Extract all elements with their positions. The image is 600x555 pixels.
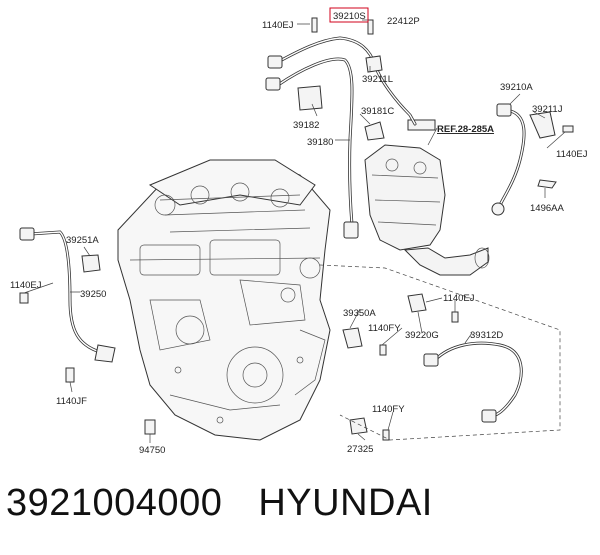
lower-sensors <box>144 293 523 441</box>
callout-39182: 39182 <box>293 120 319 131</box>
parts-diagram: 39210S 1140EJ 22412P 39211L 39182 39181C… <box>10 7 588 456</box>
callout-94750: 94750 <box>139 445 165 456</box>
callout-22412P: 22412P <box>387 16 420 27</box>
front-oxygen-sensor-harness <box>265 17 417 239</box>
callout-1140FY-low: 1140FY <box>372 404 405 415</box>
reference-label: REF.28-285A <box>437 124 494 135</box>
callout-39251A: 39251A <box>66 235 99 246</box>
engine-block <box>117 159 331 441</box>
callout-39180: 39180 <box>307 137 333 148</box>
brand-name: HYUNDAI <box>258 482 433 524</box>
callout-labels: 39210S 1140EJ 22412P 39211L 39182 39181C… <box>10 7 588 456</box>
callout-39350A: 39350A <box>343 308 376 319</box>
highlighted-part-box <box>329 7 369 23</box>
catalytic-converter <box>364 119 490 276</box>
leader-lines <box>23 19 566 443</box>
callout-39312D: 39312D <box>470 330 503 341</box>
callout-39181C: 39181C <box>361 106 394 117</box>
callout-27325: 27325 <box>347 444 373 455</box>
callout-39250: 39250 <box>80 289 106 300</box>
callout-39210S: 39210S <box>333 11 366 22</box>
callout-39210A: 39210A <box>500 82 533 93</box>
callout-1140EJ-left: 1140EJ <box>10 280 42 291</box>
callout-1496AA: 1496AA <box>530 203 564 214</box>
callout-1140FY-mid: 1140FY <box>368 323 401 334</box>
callout-39211J: 39211J <box>532 104 563 115</box>
callout-1140JF: 1140JF <box>56 396 87 407</box>
part-caption: 3921004000 HYUNDAI <box>6 482 433 525</box>
rear-oxygen-sensor <box>491 103 574 216</box>
callout-1140EJ-mid: 1140EJ <box>443 293 475 304</box>
callout-39211L: 39211L <box>362 74 393 85</box>
knock-sensor-harness <box>19 227 116 383</box>
part-number: 3921004000 <box>6 482 223 524</box>
callout-1140EJ-right: 1140EJ <box>556 149 588 160</box>
callout-39220G: 39220G <box>405 330 439 341</box>
callout-1140EJ-top: 1140EJ <box>262 20 294 31</box>
